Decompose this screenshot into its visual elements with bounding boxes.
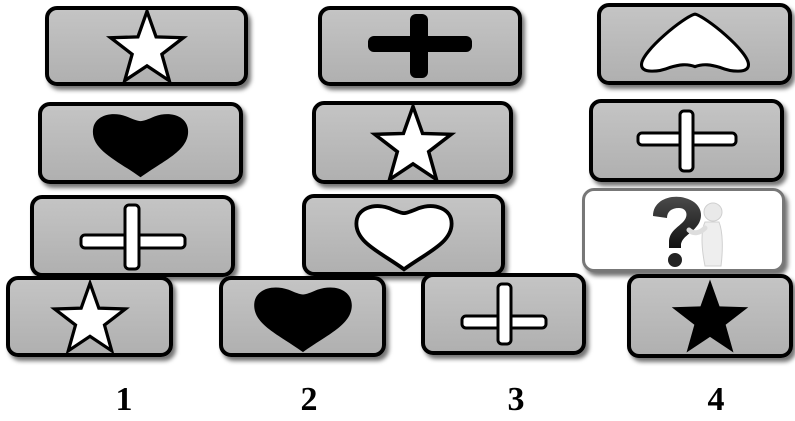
puzzle-cell-r3-c1 <box>30 195 235 277</box>
puzzle-cell-r3-c3-unknown <box>582 188 785 272</box>
option-3-card[interactable] <box>421 273 586 355</box>
option-4-number: 4 <box>696 380 736 420</box>
option-3-number: 3 <box>496 380 536 420</box>
option-4-card[interactable] <box>627 274 793 358</box>
puzzle-cell-r2-c2 <box>312 101 513 184</box>
puzzle-cell-r2-c3 <box>589 99 784 182</box>
black-heart-icon <box>53 103 228 183</box>
option-2-card[interactable] <box>219 276 386 357</box>
puzzle-cell-r2-c1 <box>38 102 243 184</box>
black-star-icon <box>646 276 774 356</box>
white-heart-icon <box>319 195 489 275</box>
puzzle-cell-r1-c1 <box>45 6 248 86</box>
puzzle-cell-r1-c2 <box>318 6 522 86</box>
puzzle-cell-r1-c3 <box>597 3 792 85</box>
black-cross-icon <box>360 10 480 82</box>
black-heart-icon <box>228 276 378 357</box>
option-1-card[interactable] <box>6 276 173 357</box>
option-1-number: 1 <box>104 380 144 420</box>
white-star-icon <box>82 8 212 84</box>
white-arch-icon <box>609 8 781 80</box>
white-star-icon <box>343 103 483 183</box>
white-cross-icon <box>73 199 193 273</box>
puzzle-cell-r3-c2 <box>302 194 505 276</box>
question-mark-icon <box>609 190 759 270</box>
white-cross-icon <box>632 105 742 177</box>
option-2-number: 2 <box>289 380 329 420</box>
white-cross-icon <box>454 278 554 350</box>
white-star-icon <box>25 280 155 354</box>
